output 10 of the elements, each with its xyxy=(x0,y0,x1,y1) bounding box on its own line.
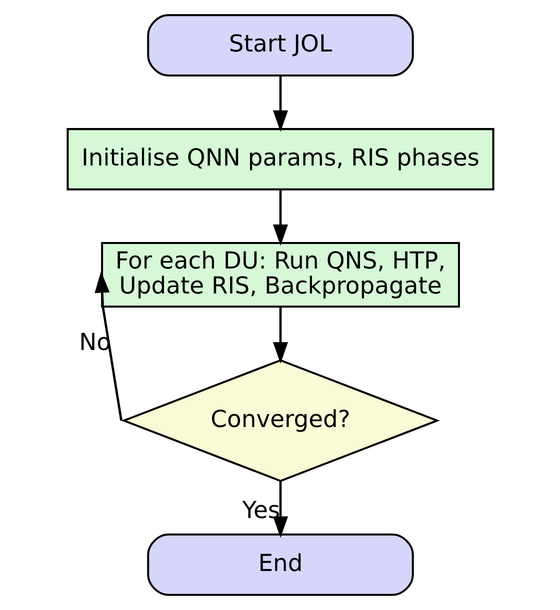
arrow xyxy=(272,190,288,246)
node-box: For each DU: Run QNS, HTP, Update RIS, Backpropagate xyxy=(100,242,460,308)
edge-label: Yes xyxy=(242,496,280,524)
node-diamond: Converged? xyxy=(120,359,440,482)
node-box: End xyxy=(146,534,414,596)
arrow xyxy=(272,306,288,364)
arrow xyxy=(272,76,288,132)
node-box: Start JOL xyxy=(146,14,414,76)
node-box: Initialise QNN params, RIS phases xyxy=(66,128,494,190)
arrow xyxy=(272,481,288,538)
